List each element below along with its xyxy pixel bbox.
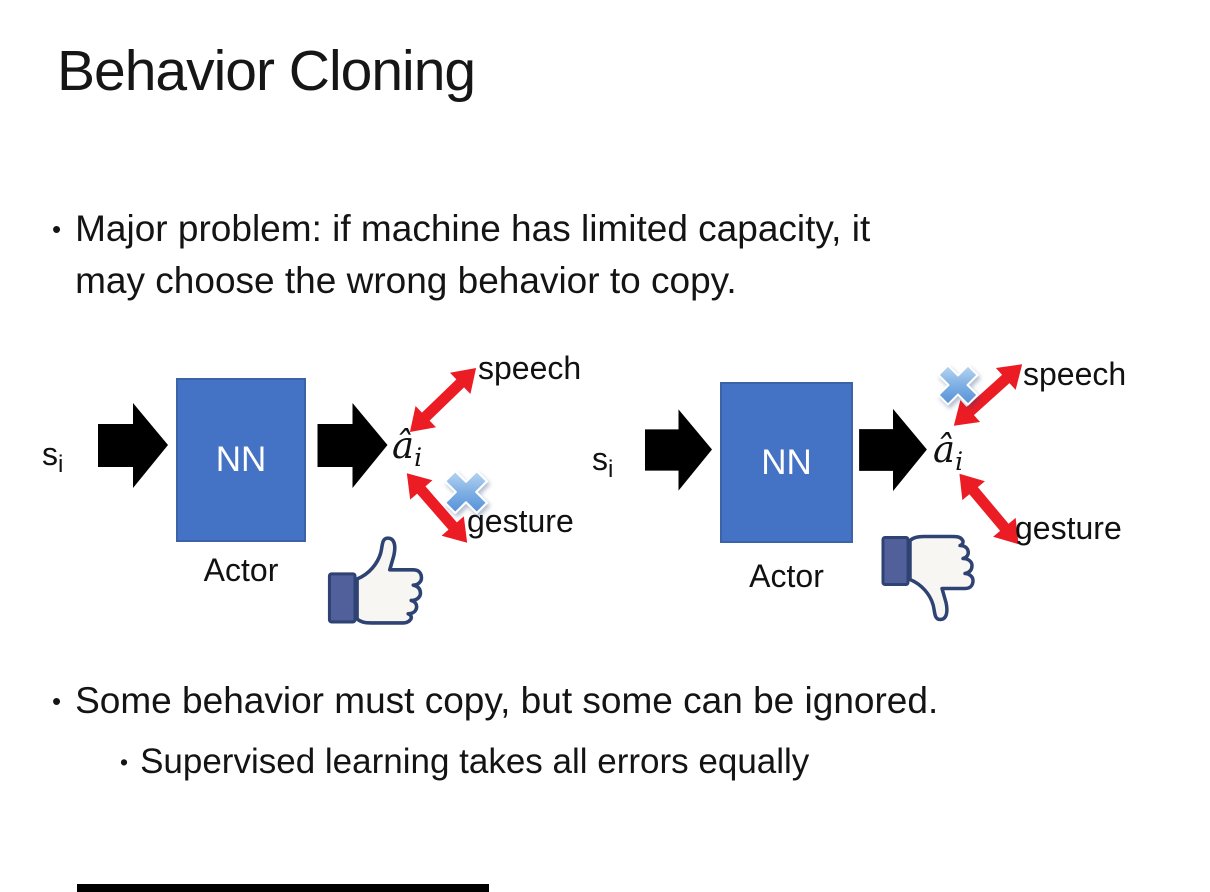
nn-box-label: NN bbox=[215, 440, 267, 479]
nn-box: NN bbox=[720, 382, 853, 543]
bullet-line-2: may choose the wrong behavior to copy. bbox=[75, 260, 737, 301]
bullet-text: Some behavior must copy, but some can be… bbox=[75, 680, 939, 721]
input-subscript: i bbox=[58, 451, 64, 478]
block-arrow-icon bbox=[645, 409, 712, 491]
diagram-right: si NN âi speech bbox=[575, 340, 1200, 650]
sub-bullet-text: Supervised learning takes all errors equ… bbox=[140, 742, 810, 781]
output-subscript: i bbox=[955, 447, 964, 476]
input-base: s bbox=[592, 441, 608, 477]
cross-icon bbox=[937, 364, 979, 406]
input-label: si bbox=[42, 436, 63, 479]
gesture-label: gesture bbox=[467, 503, 574, 539]
block-arrow-icon bbox=[98, 403, 168, 488]
output-base: â bbox=[392, 424, 415, 467]
double-arrow-icon bbox=[409, 368, 477, 432]
bullet-some-behavior: • Some behavior must copy, but some can … bbox=[52, 676, 938, 726]
block-arrow-icon bbox=[859, 408, 927, 492]
block-arrow-icon bbox=[317, 403, 388, 488]
actor-label: Actor bbox=[749, 558, 824, 594]
slide-title: Behavior Cloning bbox=[57, 39, 476, 103]
cross-icon bbox=[443, 469, 489, 515]
nn-box-label: NN bbox=[761, 442, 812, 482]
bullet-major-problem: • Major problem: if machine has limited … bbox=[52, 203, 870, 307]
input-label: si bbox=[592, 441, 613, 484]
output-label: âi bbox=[933, 428, 963, 476]
thumbs-up-icon bbox=[327, 536, 424, 625]
sub-bullet-supervised: • Supervised learning takes all errors e… bbox=[120, 738, 809, 786]
bullet-glyph: • bbox=[52, 686, 62, 716]
double-arrow-icon bbox=[953, 364, 1023, 426]
output-base: â bbox=[933, 428, 956, 471]
nn-box: NN bbox=[176, 378, 306, 542]
actor-label: Actor bbox=[203, 552, 279, 588]
double-arrow-icon bbox=[406, 473, 468, 543]
output-label: âi bbox=[392, 424, 422, 472]
double-arrow-icon bbox=[959, 473, 1019, 545]
gesture-label: gesture bbox=[1015, 510, 1122, 546]
input-base: s bbox=[42, 436, 58, 472]
speech-label: speech bbox=[1023, 356, 1127, 392]
bullet-glyph: • bbox=[120, 749, 129, 775]
bullet-text: Major problem: if machine has limited ca… bbox=[75, 203, 870, 307]
bullet-glyph: • bbox=[52, 214, 62, 244]
bottom-black-bar bbox=[77, 884, 489, 892]
diagram-left: si NN âi speech gesture bbox=[30, 340, 610, 650]
input-subscript: i bbox=[608, 456, 614, 483]
thumbs-down-icon bbox=[881, 534, 975, 622]
output-subscript: i bbox=[414, 443, 423, 472]
bullet-line-1: Major problem: if machine has limited ca… bbox=[75, 208, 871, 249]
speech-label: speech bbox=[478, 350, 582, 386]
